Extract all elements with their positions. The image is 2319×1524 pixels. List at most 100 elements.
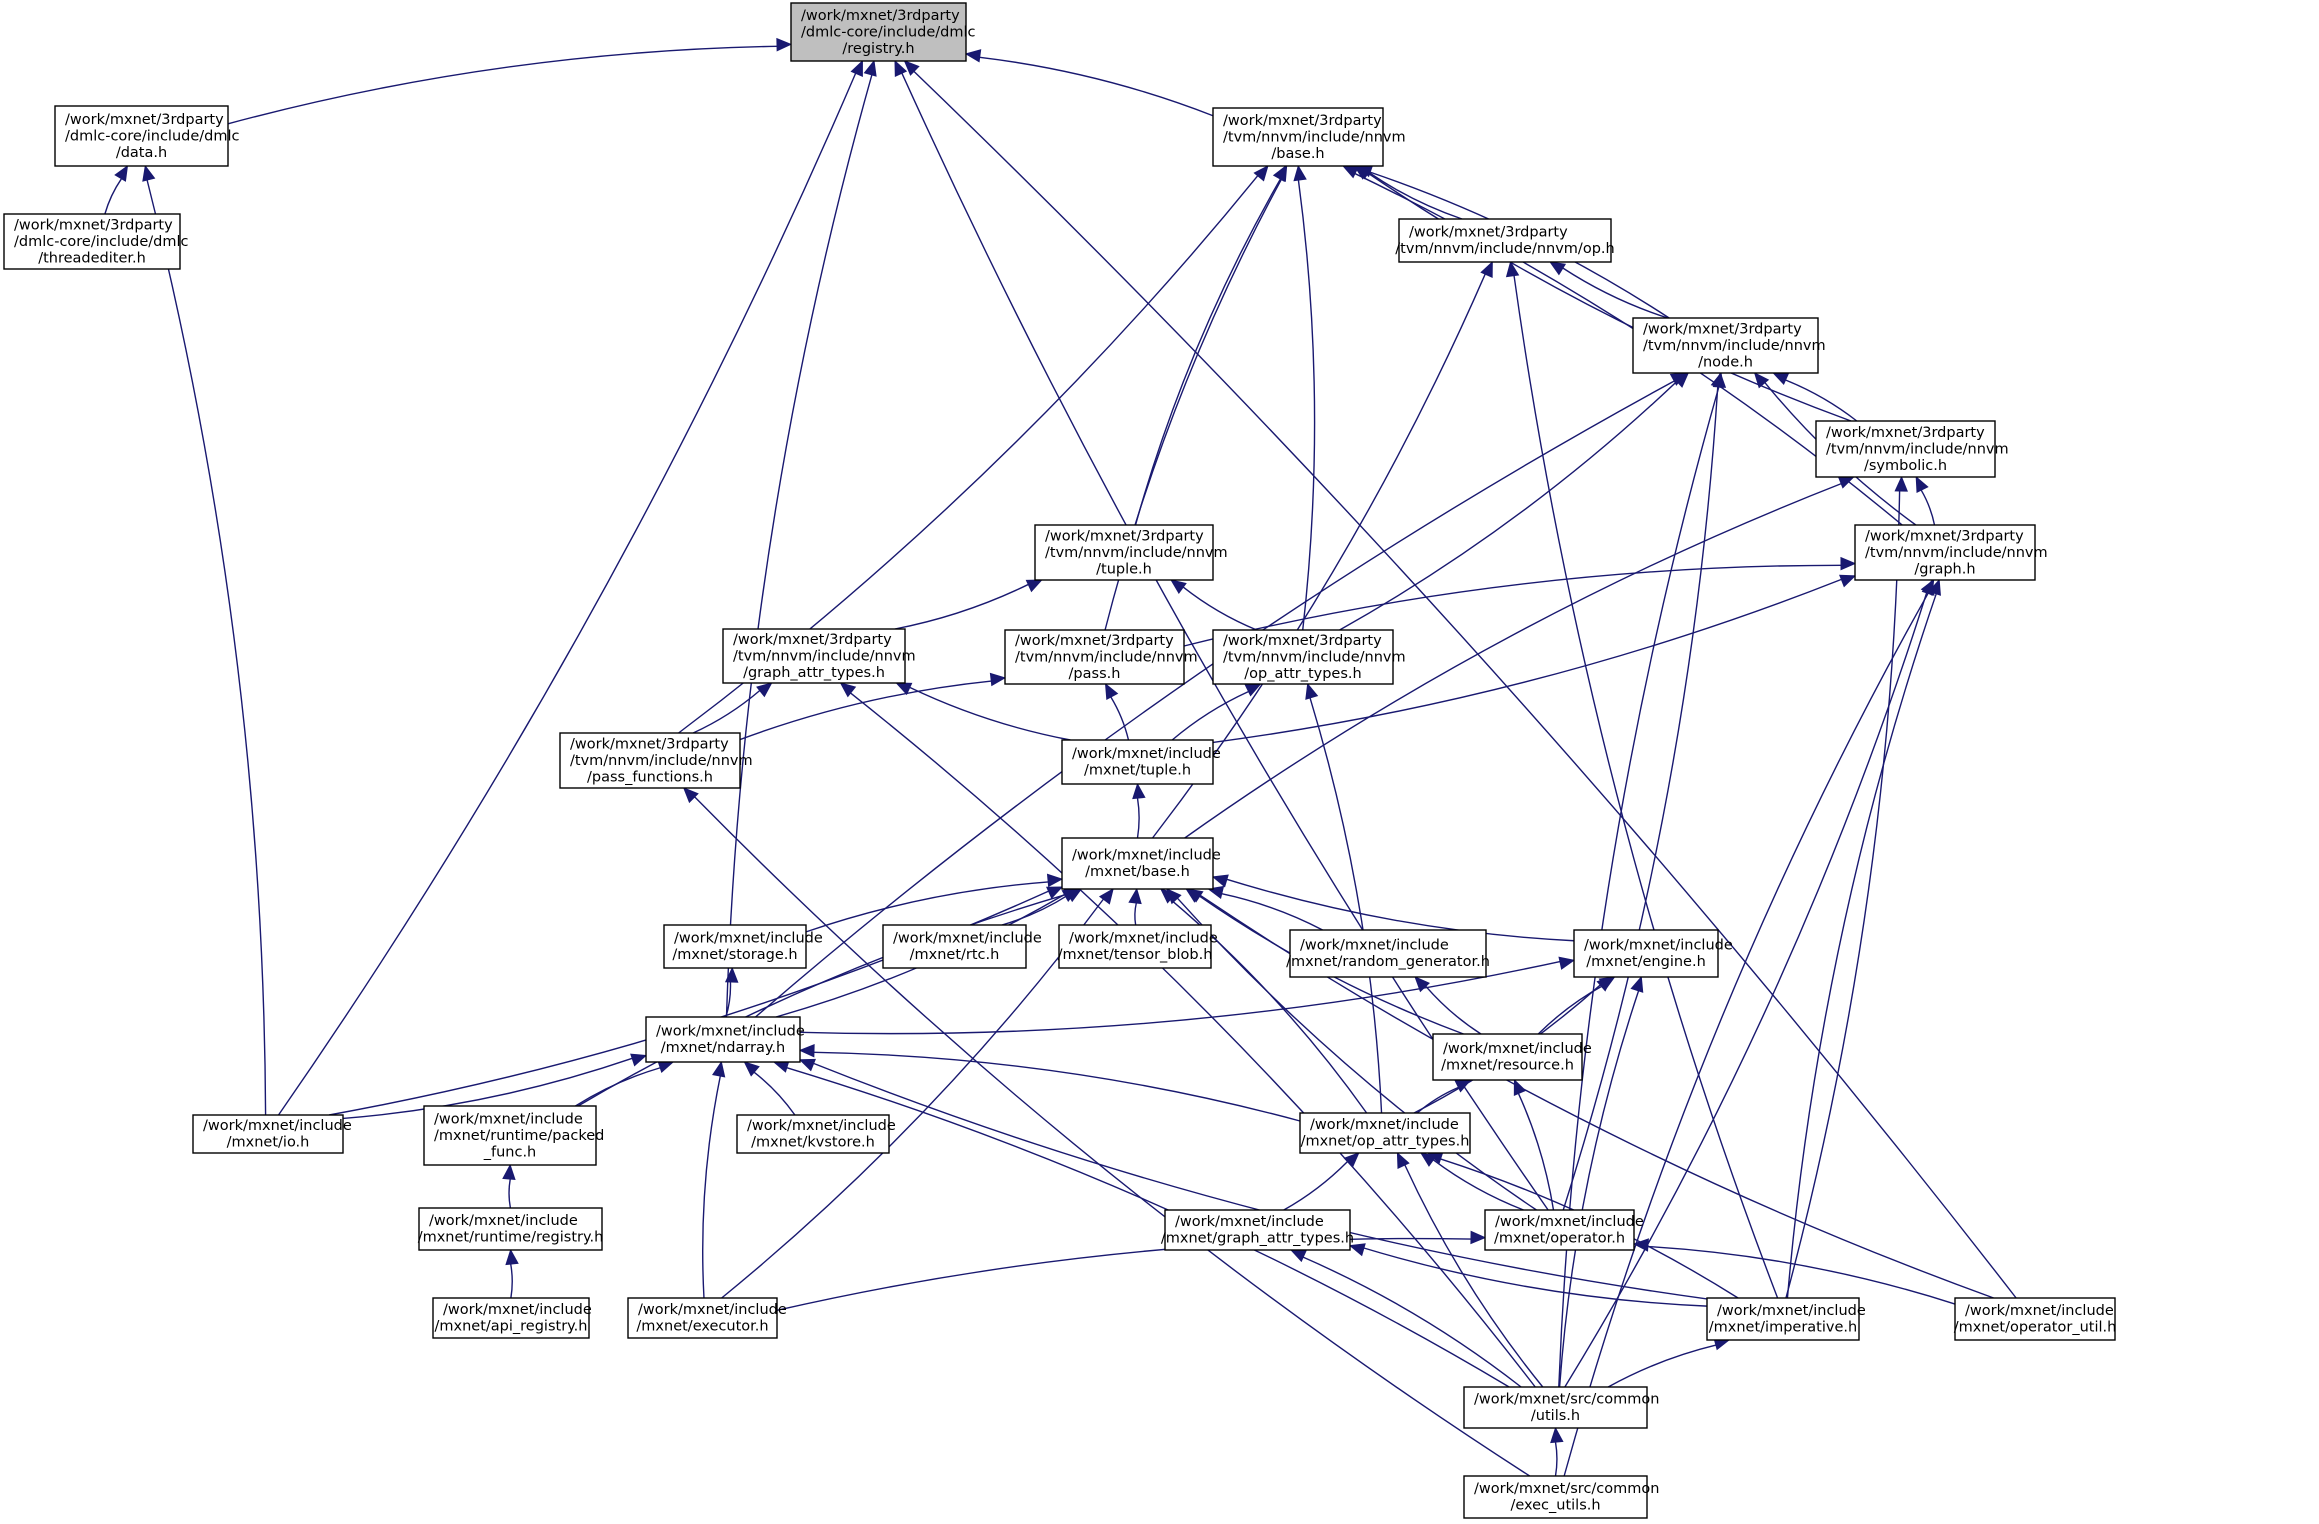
node-box — [722, 628, 906, 684]
edge-mx_ndarray-to-mx_storage — [725, 981, 732, 1018]
node-mx-operator[interactable]: /work/mxnet/include/mxnet/operator.h — [1484, 1209, 1644, 1251]
arrowhead-icon — [964, 49, 982, 63]
node-box — [1632, 317, 1819, 374]
node-mx-rtc[interactable]: /work/mxnet/include/mxnet/rtc.h — [882, 924, 1042, 969]
node-nnvm-pass[interactable]: /work/mxnet/3rdparty/tvm/nnvm/include/nn… — [1004, 629, 1198, 685]
edge-nnvm_op_attr_types-to-nnvm_node — [1339, 380, 1678, 631]
node-nnvm-op-attr-types[interactable]: /work/mxnet/3rdparty/tvm/nnvm/include/nn… — [1212, 629, 1406, 685]
arrowhead-icon — [1289, 1249, 1308, 1263]
arrowhead-icon — [863, 59, 877, 77]
node-nnvm-tuple[interactable]: /work/mxnet/3rdparty/tvm/nnvm/include/nn… — [1034, 524, 1228, 581]
node-label-line: /tuple.h — [1096, 561, 1152, 577]
arrowhead-icon — [1305, 682, 1319, 700]
node-label-line: /mxnet/rtc.h — [910, 947, 1000, 963]
node-mx-random-generator[interactable]: /work/mxnet/include/mxnet/random_generat… — [1286, 929, 1490, 978]
edge-mx_tensor_blob-to-mx_base — [1134, 902, 1137, 926]
node-mx-ndarray[interactable]: /work/mxnet/include/mxnet/ndarray.h — [645, 1016, 805, 1063]
node-mx-runtime-registry[interactable]: /work/mxnet/include/mxnet/runtime/regist… — [418, 1207, 604, 1251]
arrowhead-icon — [1632, 1238, 1649, 1252]
node-label-line: /pass_functions.h — [587, 769, 713, 785]
node-box — [1573, 929, 1719, 978]
node-mx-operator-util[interactable]: /work/mxnet/include/mxnet/operator_util.… — [1954, 1297, 2117, 1341]
node-label-line: /work/mxnet/3rdparty — [570, 736, 729, 752]
node-box — [559, 732, 741, 789]
edge-mx_io-to-registry — [277, 72, 857, 1116]
edge-mx_api_registry-to-mx_runtime_registry — [510, 1263, 513, 1299]
node-mx-graph-attr-types[interactable]: /work/mxnet/include/mxnet/graph_attr_typ… — [1161, 1209, 1354, 1251]
node-mx-api-registry[interactable]: /work/mxnet/include/mxnet/api_registry.h — [432, 1297, 592, 1339]
edge-mx_op_attr_types-to-mx_ndarray — [813, 1051, 1301, 1122]
node-nnvm-op[interactable]: /work/mxnet/3rdparty/tvm/nnvm/include/nn… — [1395, 218, 1615, 263]
node-label-line: /mxnet/ndarray.h — [661, 1040, 785, 1056]
node-label-line: /dmlc-core/include/dmlc — [14, 234, 189, 250]
arrowhead-icon — [1343, 1152, 1360, 1168]
node-box — [645, 1016, 801, 1063]
node-label-line: /work/mxnet/3rdparty — [1045, 528, 1204, 544]
node-label-line: /work/mxnet/include — [656, 1024, 805, 1040]
node-mx-storage[interactable]: /work/mxnet/include/mxnet/storage.h — [663, 924, 823, 969]
arrowhead-icon — [1211, 874, 1229, 888]
node-mx-op-attr-types[interactable]: /work/mxnet/include/mxnet/op_attr_types.… — [1299, 1112, 1471, 1154]
node-label-line: /base.h — [1271, 146, 1324, 162]
node-nnvm-base[interactable]: /work/mxnet/3rdparty/tvm/nnvm/include/nn… — [1212, 107, 1406, 167]
node-label-line: /tvm/nnvm/include/nnvm/op.h — [1395, 241, 1614, 257]
node-label-line: /mxnet/runtime/packed — [434, 1128, 604, 1144]
arrowhead-icon — [1348, 1243, 1366, 1257]
node-label-line: /work/mxnet/include — [1310, 1117, 1459, 1133]
node-box — [663, 924, 807, 969]
arrowhead-icon — [1470, 1230, 1487, 1245]
node-registry[interactable]: /work/mxnet/3rdparty/dmlc-core/include/d… — [790, 2, 976, 62]
node-nnvm-graph-attr-types[interactable]: /work/mxnet/3rdparty/tvm/nnvm/include/nn… — [722, 628, 916, 684]
node-label-line: /dmlc-core/include/dmlc — [801, 24, 976, 40]
node-nnvm-node[interactable]: /work/mxnet/3rdparty/tvm/nnvm/include/nn… — [1632, 317, 1826, 374]
edge-mx_io-to-mx_ndarray — [342, 1057, 633, 1120]
arrowhead-icon — [1046, 886, 1064, 900]
node-mx-imperative[interactable]: /work/mxnet/include/mxnet/imperative.h — [1706, 1297, 1866, 1341]
edge-mx_tuple-to-nnvm_pass — [1110, 696, 1130, 741]
node-label-line: /registry.h — [842, 41, 914, 57]
arrowhead-icon — [1839, 574, 1857, 588]
node-mx-base[interactable]: /work/mxnet/include/mxnet/base.h — [1061, 837, 1221, 890]
node-box — [54, 105, 229, 167]
node-label-line: /mxnet/storage.h — [672, 947, 797, 963]
edge-mx_executor-to-mx_base — [721, 898, 1104, 1299]
node-mx-tuple[interactable]: /work/mxnet/include/mxnet/tuple.h — [1061, 739, 1221, 785]
node-label-line: /mxnet/tensor_blob.h — [1058, 947, 1213, 963]
node-box — [1484, 1209, 1635, 1251]
node-mx-resource[interactable]: /work/mxnet/include/mxnet/resource.h — [1432, 1033, 1592, 1081]
node-mx-executor[interactable]: /work/mxnet/include/mxnet/executor.h — [627, 1297, 787, 1339]
node-common-exec-utils[interactable]: /work/mxnet/src/common/exec_utils.h — [1463, 1475, 1659, 1519]
node-mx-packed-func[interactable]: /work/mxnet/include/mxnet/runtime/packed… — [423, 1105, 604, 1166]
edge-data-to-registry — [227, 45, 778, 125]
edge-mx_tuple-to-nnvm_op_attr_types — [1171, 690, 1249, 741]
node-label-line: /mxnet/io.h — [227, 1135, 310, 1151]
edge-nnvm_graph-to-nnvm_symbolic — [1920, 489, 1936, 526]
node-threadediter[interactable]: /work/mxnet/3rdparty/dmlc-core/include/d… — [3, 213, 189, 270]
edge-nnvm_op_attr_types-to-nnvm_tuple — [1182, 586, 1258, 631]
node-mx-tensor-blob[interactable]: /work/mxnet/include/mxnet/tensor_blob.h — [1058, 924, 1218, 969]
nodes-layer: /work/mxnet/3rdparty/dmlc-core/include/d… — [3, 2, 2117, 1519]
edge-mx_imperative-to-nnvm_op — [1513, 275, 1779, 1299]
node-data[interactable]: /work/mxnet/3rdparty/dmlc-core/include/d… — [54, 105, 240, 167]
edge-common_exec_utils-to-common_utils — [1554, 1441, 1558, 1477]
edge-mx_base-to-nnvm_symbolic — [1184, 482, 1842, 839]
node-label-line: /work/mxnet/3rdparty — [1826, 425, 1985, 441]
node-mx-kvstore[interactable]: /work/mxnet/include/mxnet/kvstore.h — [736, 1114, 896, 1154]
node-box — [1463, 1386, 1648, 1429]
node-nnvm-symbolic[interactable]: /work/mxnet/3rdparty/tvm/nnvm/include/nn… — [1815, 420, 2009, 478]
node-label-line: /work/mxnet/src/common — [1474, 1481, 1659, 1497]
node-label-line: /mxnet/operator.h — [1494, 1231, 1625, 1247]
edge-mx_io-to-data — [146, 179, 267, 1116]
node-label-line: /mxnet/random_generator.h — [1286, 954, 1490, 970]
arrowhead-icon — [1353, 165, 1371, 180]
node-label-line: /work/mxnet/include — [638, 1302, 787, 1318]
arrowhead-icon — [1596, 976, 1613, 992]
node-nnvm-pass-functions[interactable]: /work/mxnet/3rdparty/tvm/nnvm/include/nn… — [559, 732, 753, 789]
node-common-utils[interactable]: /work/mxnet/src/common/utils.h — [1463, 1386, 1659, 1429]
node-mx-engine[interactable]: /work/mxnet/include/mxnet/engine.h — [1573, 929, 1733, 978]
edge-mx_operator_util-to-registry — [913, 70, 2017, 1299]
node-nnvm-graph[interactable]: /work/mxnet/3rdparty/tvm/nnvm/include/nn… — [1854, 524, 2048, 581]
node-label-line: /mxnet/api_registry.h — [435, 1319, 588, 1335]
node-mx-io[interactable]: /work/mxnet/include/mxnet/io.h — [192, 1114, 352, 1154]
node-label-line: /tvm/nnvm/include/nnvm — [1045, 545, 1228, 561]
